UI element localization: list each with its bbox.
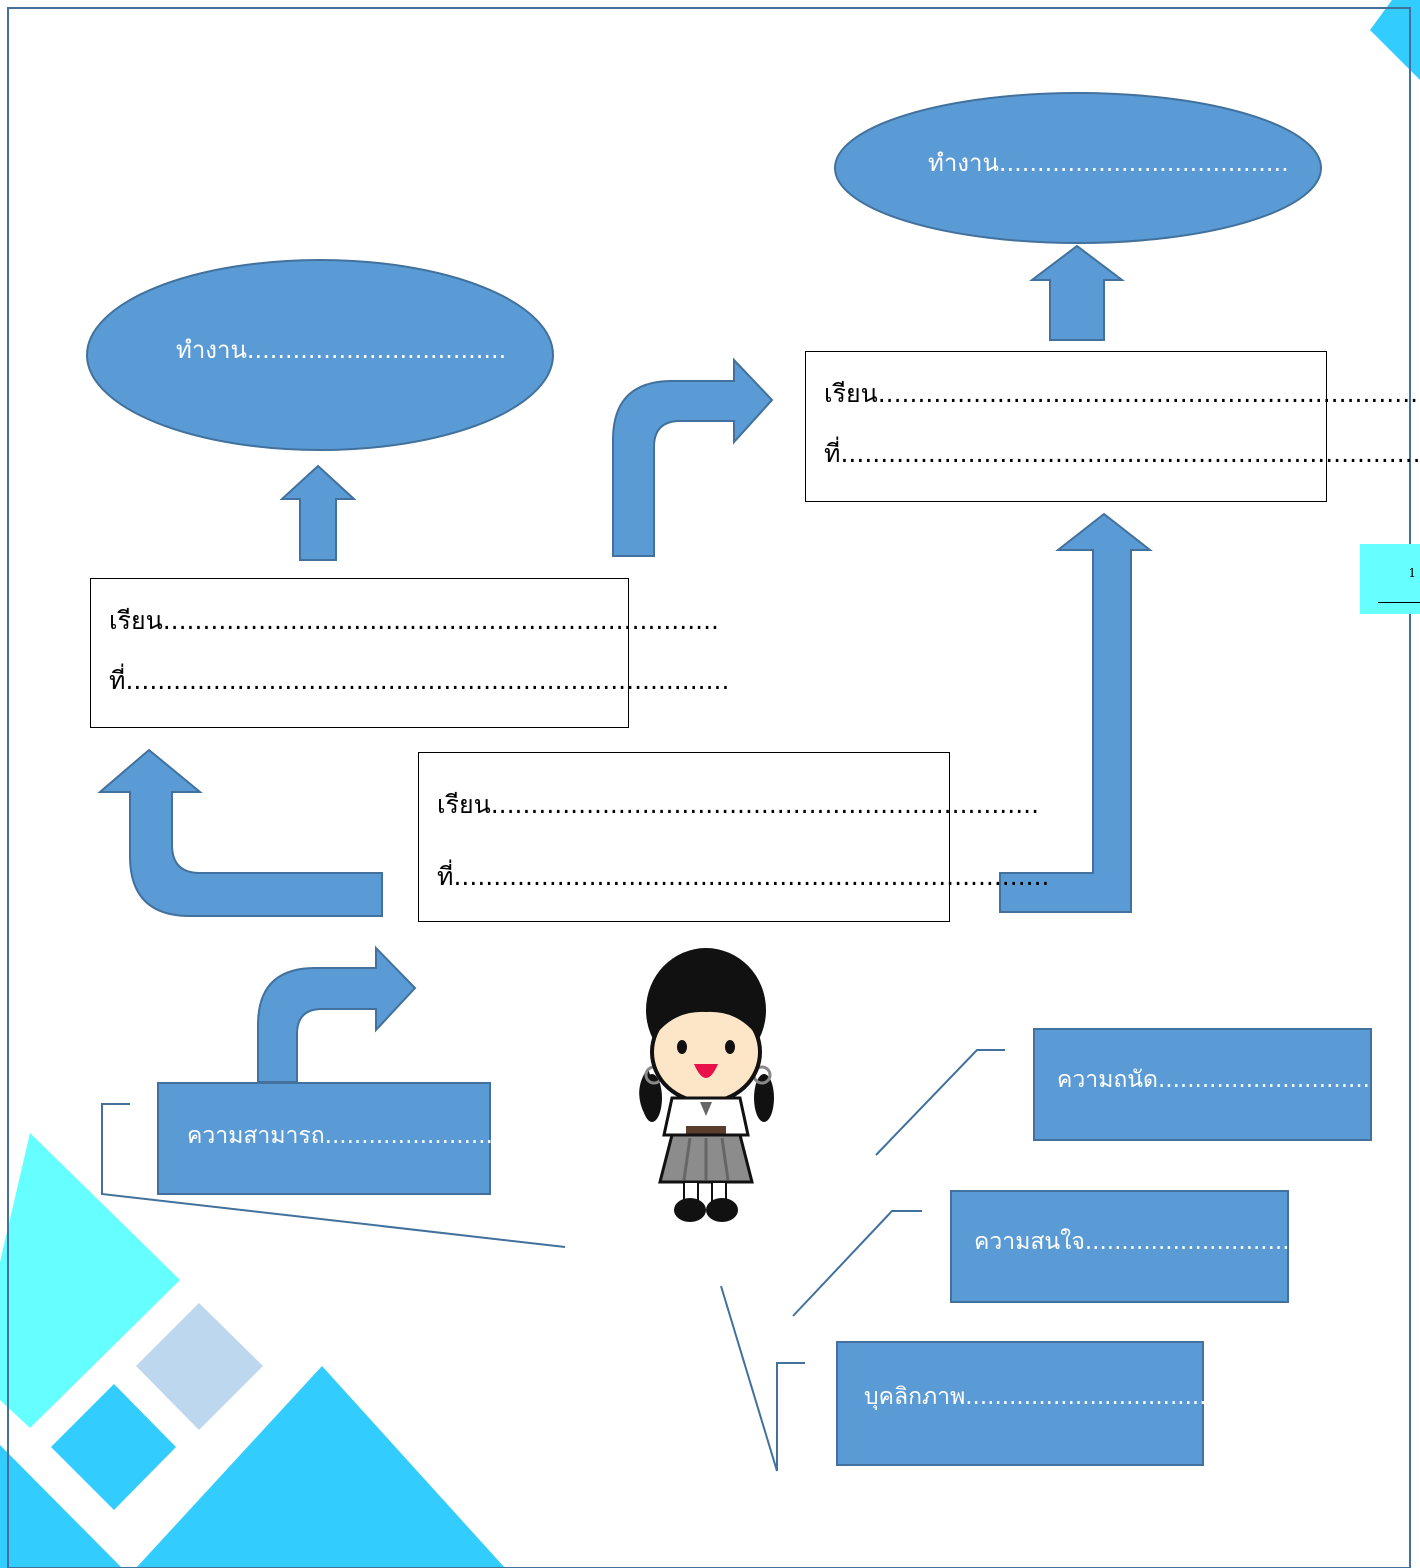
page-number: 1 (1408, 566, 1416, 580)
callout-line-ability (101, 1103, 566, 1248)
study-line-place: ที่.....................................… (437, 862, 1050, 891)
decor-diamond-blue-small (51, 1384, 176, 1510)
decor-corner-top-right (1370, 0, 1420, 80)
factor-box-personality: บุคลิกภาพ...............................… (836, 1341, 1214, 1466)
arrow-up-right-goal (1029, 244, 1125, 341)
study-box-top-right: เรียน...................................… (805, 351, 1420, 502)
factor-box-interest: ความสนใจ............................. (950, 1190, 1297, 1303)
factor-interest-label: ความสนใจ............................. (974, 1229, 1297, 1255)
study-box-left: เรียน...................................… (90, 578, 730, 728)
factor-personality-label: บุคลิกภาพ...............................… (864, 1384, 1214, 1410)
decor-diamond-blue-big (136, 1366, 505, 1568)
decor-diamond-pale (136, 1303, 263, 1430)
page-frame (7, 7, 1411, 1568)
callout-line-interest (792, 1210, 922, 1317)
arrow-up-long (999, 512, 1153, 913)
study-line-subject: เรียน...................................… (109, 606, 719, 635)
callout-line-aptitude (875, 1049, 1005, 1156)
study-box-center: เรียน...................................… (418, 752, 1050, 922)
arrow-bent-up-left (97, 748, 383, 917)
study-line-subject: เรียน...................................… (824, 379, 1420, 408)
goal-label-left: ทำงาน.................................. (176, 336, 507, 364)
decor-diamond-blue-corner (0, 1445, 122, 1568)
goal-label-right: ทำงาน...................................… (928, 149, 1289, 177)
study-line-place: ที่.....................................… (824, 439, 1420, 468)
page-number-rule (1378, 602, 1420, 603)
factor-box-aptitude: ความถนัด.............................. (1033, 1028, 1378, 1141)
arrow-up-left-goal (279, 464, 357, 561)
factor-ability-label: ความสามารถ....................... (187, 1123, 493, 1149)
page-number-tab: 1 (1360, 544, 1420, 614)
study-line-subject: เรียน...................................… (437, 790, 1040, 819)
factor-box-ability: ความสามารถ....................... (157, 1082, 493, 1195)
goal-ellipse-left (86, 259, 554, 451)
decor-diamond-cyan-large (0, 1133, 180, 1428)
goal-ellipse-right (834, 92, 1322, 244)
student-girl-icon (639, 948, 774, 1222)
factor-aptitude-label: ความถนัด.............................. (1057, 1067, 1378, 1093)
callout-line-personality (720, 1285, 805, 1472)
decor-bottom-left (0, 1133, 505, 1568)
study-line-place: ที่.....................................… (109, 666, 730, 695)
arrow-bent-to-right-box (612, 357, 774, 557)
arrow-bent-from-ability (257, 945, 417, 1083)
